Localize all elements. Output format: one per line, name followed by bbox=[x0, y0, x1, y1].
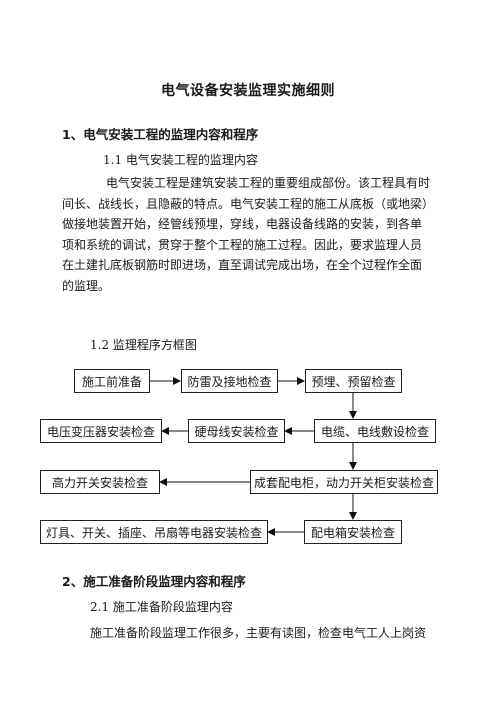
paragraph-line: 间长、战线长，且隐蔽的特点。电气安装工程的施工从底板（或地梁） bbox=[62, 196, 435, 211]
section1-1-heading: 1.1 电气安装工程的监理内容 bbox=[103, 153, 258, 167]
paragraph-line: 的监理。 bbox=[62, 278, 111, 293]
section1-heading: 1、电气安装工程的监理内容和程序 bbox=[62, 127, 259, 142]
section2-1-heading: 2.1 施工准备阶段监理内容 bbox=[90, 600, 233, 614]
node-cable: 电缆、电线敷设检查 bbox=[314, 419, 436, 443]
section1-paragraph: 电气安装工程是建筑安装工程的重要组成部份。该工程具有时 间长、战线长，且隐蔽的特… bbox=[62, 173, 436, 296]
node-embed: 预埋、预留检查 bbox=[305, 369, 402, 393]
node-prep: 施工前准备 bbox=[74, 369, 150, 393]
paragraph-line: 电气安装工程是建筑安装工程的重要组成部份。该工程具有时 bbox=[106, 176, 431, 190]
node-lamps: 灯具、开关、插座、吊扇等电器安装检查 bbox=[40, 520, 268, 544]
node-busbar: 硬母线安装检查 bbox=[188, 419, 285, 443]
node-lightning: 防雷及接地检查 bbox=[181, 369, 278, 393]
section2-paragraph: 施工准备阶段监理工作很多，主要有读图，检查电气工人上岗资 bbox=[90, 626, 427, 640]
paragraph-line: 在土建扎底板钢筋时即进场，直至调试完成出场，在全个过程作全面 bbox=[62, 258, 423, 272]
section1-2-heading: 1.2 监理程序方框图 bbox=[90, 338, 197, 352]
node-distribution: 配电箱安装检查 bbox=[304, 520, 402, 544]
section2-heading: 2、施工准备阶段监理内容和程序 bbox=[62, 574, 246, 589]
paragraph-line: 项和系统的调试，贯穿于整个工程的施工过程。因此，要求监理人员 bbox=[62, 237, 423, 252]
node-transformer: 电压变压器安装检查 bbox=[40, 419, 162, 443]
paragraph-line: 做接地装置开始，经管线预埋，穿线，电器设备线路的安装，到各单 bbox=[62, 217, 423, 231]
node-switchgear: 成套配电柜，动力开关柜安装检查 bbox=[250, 470, 438, 494]
page-title: 电气设备安装监理实施细则 bbox=[161, 83, 335, 99]
node-hv-switch: 高力开关安装检查 bbox=[40, 470, 160, 494]
